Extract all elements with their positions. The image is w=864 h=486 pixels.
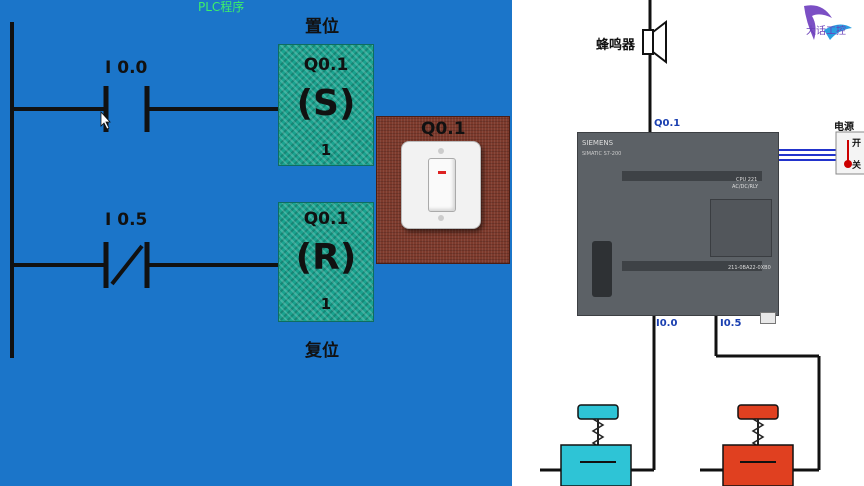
plc-device[interactable]: SIEMENS SIMATIC S7-200 CPU 221 AC/DC/RLY…: [577, 132, 779, 316]
plc-cover-panel: [710, 199, 772, 257]
set-coil-address: Q0.1: [303, 55, 349, 75]
plc-comm-port-icon: [592, 241, 612, 297]
reset-section-label: 复位: [305, 341, 339, 361]
input2-label: I0.5: [720, 318, 742, 329]
logo-text: 大话工控: [806, 26, 846, 37]
wall-switch-rocker[interactable]: [428, 158, 456, 212]
input1-label: I0.0: [656, 318, 678, 329]
plc-part-number: 211-0BA22-0XB0: [728, 265, 771, 271]
plc-output-terminal-strip: [622, 171, 762, 181]
switch-indicator-icon: [438, 171, 446, 174]
power-off-label: 关: [852, 161, 862, 171]
plc-model: SIMATIC S7-200: [582, 151, 622, 157]
buzzer-label: 蜂鸣器: [596, 38, 636, 53]
switch-screw-top-icon: [438, 148, 444, 154]
plc-mount-tab: [760, 312, 776, 324]
wall-switch-plate[interactable]: [401, 141, 481, 229]
reset-coil-count: 1: [320, 295, 332, 313]
reset-coil-box[interactable]: Q0.1 (R) 1: [278, 202, 374, 322]
power-label: 电源: [834, 122, 854, 133]
power-switch-knob-icon: [844, 160, 852, 168]
plc-output-label: Q0.1: [654, 118, 681, 129]
buzzer-horn-icon: [652, 19, 667, 65]
output-status-panel: Q0.1: [376, 116, 510, 264]
set-coil-box[interactable]: Q0.1 (S) 1: [278, 44, 374, 166]
rung2-contact-address: I 0.5: [105, 210, 148, 230]
set-coil-symbol: (S): [296, 83, 356, 124]
switch-screw-bottom-icon: [438, 215, 444, 221]
rung2-contact-slash: [110, 244, 144, 286]
output-panel-label: Q0.1: [421, 119, 466, 139]
program-title: PLC程序: [198, 0, 245, 14]
plc-input-terminal-strip: [622, 261, 762, 271]
reset-coil-symbol: (R): [295, 237, 357, 278]
buzzer-body: [642, 29, 654, 55]
reset-coil-address: Q0.1: [303, 209, 349, 229]
plc-cpu: CPU 221: [736, 177, 758, 183]
rung1-contact-address: I 0.0: [105, 58, 148, 78]
logo-bird-icon: [804, 5, 832, 40]
button1-cap: [577, 404, 619, 420]
button2-base: [722, 444, 794, 486]
button1-base: [560, 444, 632, 486]
set-section-label: 置位: [305, 17, 339, 37]
button2-cap: [737, 404, 779, 420]
plc-cpu-type: AC/DC/RLY: [732, 184, 759, 190]
set-coil-count: 1: [320, 141, 332, 159]
plc-brand: SIEMENS: [582, 139, 614, 147]
logo-wing-icon: [824, 24, 852, 40]
power-on-label: 开: [852, 139, 862, 149]
mouse-cursor-icon: [100, 110, 111, 130]
